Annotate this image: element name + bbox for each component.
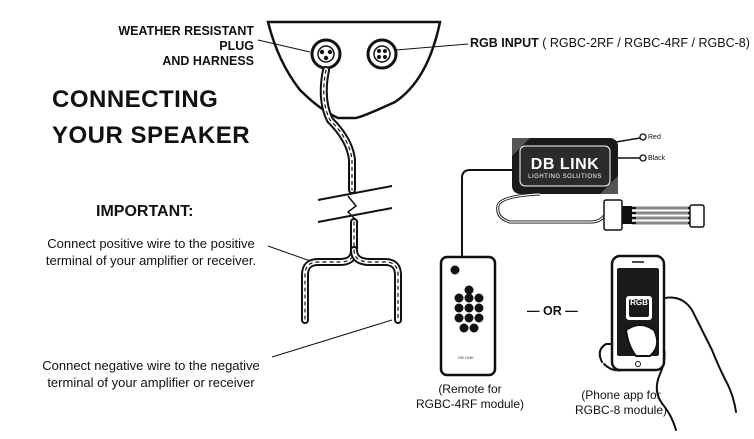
remote-icon (439, 255, 497, 377)
title-line-2: YOUR SPEAKER (52, 122, 251, 149)
speaker-housing (266, 20, 442, 120)
or-divider: — OR — (527, 304, 578, 318)
rgb-connector-icon (366, 38, 398, 70)
phone-caption-line-1: (Phone app for (581, 388, 661, 402)
plug-harness-label: WEATHER RESISTANT PLUG AND HARNESS (86, 24, 254, 69)
negative-wire-note: Connect negative wire to the negative te… (28, 357, 274, 391)
module-brand-sub: LIGHTING SOLUTIONS (528, 174, 602, 180)
negative-note-line-2: terminal of your amplifier or receiver (47, 375, 255, 390)
page-title: CONNECTING YOUR SPEAKER (52, 82, 250, 154)
wire-black-label: Black (648, 155, 666, 162)
rgb-input-models: ( RGBC-2RF / RGBC-4RF / RGBC-8) (538, 36, 750, 50)
remote-caption: (Remote for RGBC-4RF module) (410, 382, 530, 412)
plug-harness-line-2: AND HARNESS (162, 54, 254, 68)
phone-caption: (Phone app for RGBC-8 module) (556, 388, 686, 418)
module-brand-name: DB LINK (530, 156, 600, 173)
positive-wire-note: Connect positive wire to the positive te… (28, 235, 274, 269)
rgb-input-title: RGB INPUT (470, 36, 539, 50)
remote-caption-line-1: (Remote for (438, 382, 502, 396)
plug-icon (310, 38, 342, 70)
rgb-input-label: RGB INPUT ( RGBC-2RF / RGBC-4RF / RGBC-8… (470, 36, 750, 50)
wire-red-label: Red (648, 134, 661, 141)
plug-harness-line-1: WEATHER RESISTANT PLUG (118, 24, 254, 53)
important-heading: IMPORTANT: (96, 203, 194, 220)
positive-note-line-1: Connect positive wire to the positive (47, 236, 255, 251)
app-logo: RGB (630, 298, 648, 307)
negative-note-line-1: Connect negative wire to the negative (42, 358, 260, 373)
phone-caption-line-2: RGBC-8 module) (574, 403, 668, 417)
module-brand: DB LINK LIGHTING SOLUTIONS (522, 157, 608, 181)
power-icon (450, 265, 460, 275)
title-line-1: CONNECTING (52, 86, 219, 113)
positive-note-line-2: terminal of your amplifier or receiver. (45, 253, 257, 268)
module-icon (512, 138, 618, 194)
remote-brand: DB LINK (458, 355, 474, 360)
remote-caption-line-2: RGBC-4RF module) (415, 397, 525, 411)
